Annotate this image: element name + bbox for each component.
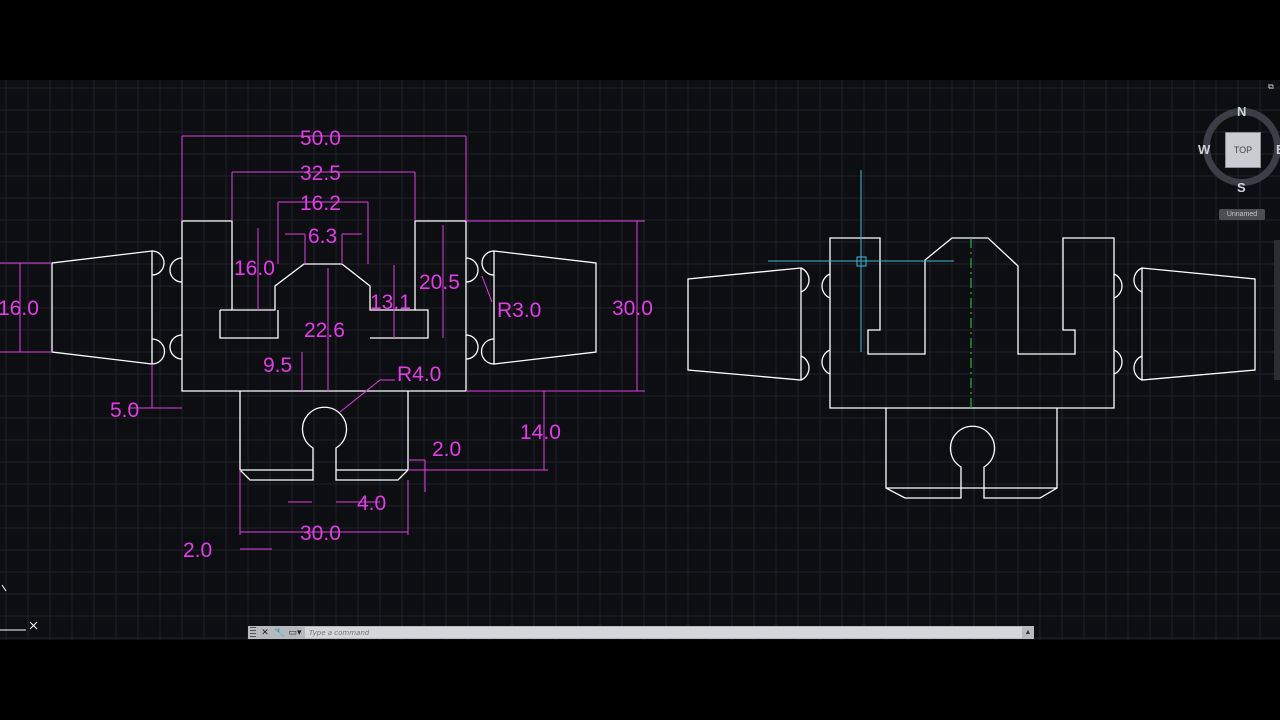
command-line: ✕ 🔧 ▭▾ ▲ bbox=[248, 626, 1034, 639]
recent-commands-icon[interactable]: ▭▾ bbox=[288, 627, 302, 637]
ucs-menu[interactable]: Unnamed bbox=[1219, 209, 1265, 220]
drawing-canvas[interactable]: 50.0 32.5 16.2 6.3 16.0 16.0 20.5 R3.0 3… bbox=[0, 80, 1280, 640]
command-history-up-icon[interactable]: ▲ bbox=[1024, 629, 1032, 636]
viewcube-top-face[interactable]: TOP bbox=[1225, 132, 1261, 168]
dim-r4: R4.0 bbox=[397, 363, 441, 386]
right-part-geometry bbox=[687, 237, 1256, 499]
dim-13-1: 13.1 bbox=[370, 291, 411, 314]
dim-2-0-left: 2.0 bbox=[183, 539, 212, 562]
compass-north[interactable]: N bbox=[1237, 104, 1247, 119]
command-line-grip[interactable] bbox=[250, 627, 256, 638]
dim-2-0-right: 2.0 bbox=[432, 438, 461, 461]
dim-20-5: 20.5 bbox=[419, 271, 460, 294]
left-part-dimension-lines bbox=[0, 135, 645, 550]
dim-30-0-width: 30.0 bbox=[300, 522, 341, 545]
dim-16-2: 16.2 bbox=[300, 192, 341, 215]
compass-ring[interactable] bbox=[1203, 108, 1280, 186]
dim-22-6: 22.6 bbox=[304, 319, 345, 342]
left-part-geometry bbox=[51, 220, 597, 481]
ucs-icon bbox=[0, 584, 38, 631]
viewport-restore-icon[interactable]: ⧉ bbox=[1268, 82, 1274, 91]
dim-r3: R3.0 bbox=[497, 299, 541, 322]
dim-50: 50.0 bbox=[300, 127, 341, 150]
drawing-viewport[interactable]: 50.0 32.5 16.2 6.3 16.0 16.0 20.5 R3.0 3… bbox=[0, 80, 1280, 640]
dim-14-0: 14.0 bbox=[520, 421, 561, 444]
dim-9-5: 9.5 bbox=[263, 354, 292, 377]
dim-5-0: 5.0 bbox=[110, 399, 139, 422]
compass-east[interactable]: E bbox=[1276, 142, 1280, 157]
dim-16-0-lug: 16.0 bbox=[0, 297, 39, 320]
dim-4-0: 4.0 bbox=[357, 492, 386, 515]
left-part-dimension-text: 50.0 32.5 16.2 6.3 16.0 16.0 20.5 R3.0 3… bbox=[0, 127, 653, 562]
compass-west[interactable]: W bbox=[1198, 142, 1211, 157]
dim-6-3: 6.3 bbox=[308, 225, 337, 248]
dim-30-0-height: 30.0 bbox=[612, 297, 653, 320]
customize-wrench-icon[interactable]: 🔧 bbox=[274, 627, 286, 637]
crosshair-cursor bbox=[768, 170, 954, 352]
dim-32-5: 32.5 bbox=[300, 162, 341, 185]
close-icon[interactable]: ✕ bbox=[261, 627, 269, 637]
navigation-bar[interactable] bbox=[1274, 240, 1280, 380]
viewcube[interactable]: N S W E TOP bbox=[1198, 100, 1280, 195]
command-input[interactable] bbox=[305, 627, 1022, 638]
dim-16-0-slot: 16.0 bbox=[234, 257, 275, 280]
compass-south[interactable]: S bbox=[1237, 180, 1246, 195]
